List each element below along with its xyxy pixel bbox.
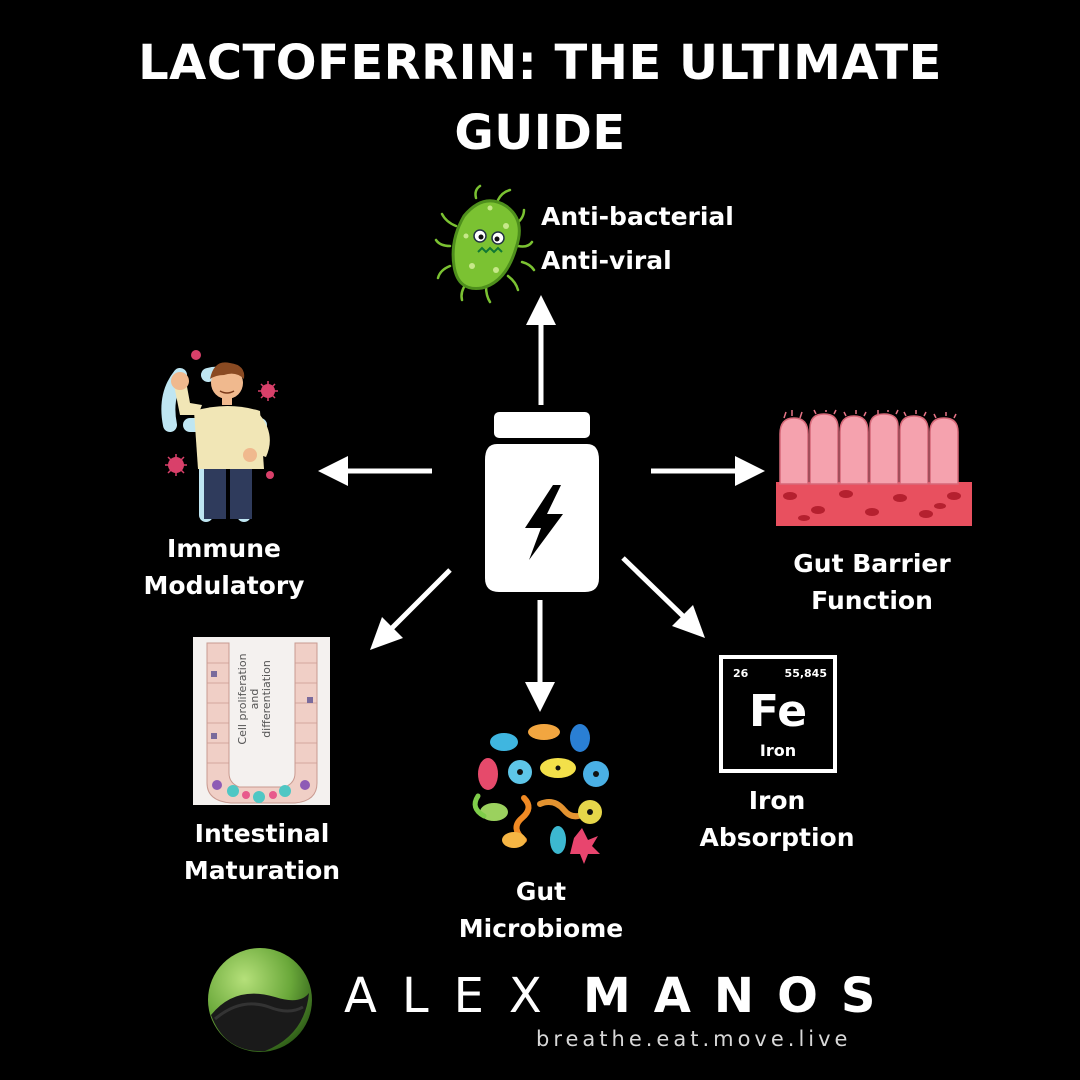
arrow-right [651, 456, 765, 486]
label-gut-barrier: Gut Barrier [793, 549, 951, 578]
arrow-left [318, 456, 432, 486]
label-microbiome: Microbiome [458, 914, 624, 943]
arrow-up [526, 295, 556, 405]
crypt-caption-line3: differentiation [260, 660, 273, 738]
arrow-down [525, 600, 555, 712]
brand-logo-icon [208, 948, 312, 1052]
label-maturation: Maturation [183, 856, 341, 885]
label-absorption: Absorption [699, 823, 855, 852]
label-anti-bacterial: Anti-bacterial [541, 202, 734, 231]
label-modulatory: Modulatory [143, 571, 305, 600]
arrow-down-left [370, 568, 452, 650]
supplement-jar-icon [485, 412, 599, 592]
healthy-person-icon [161, 350, 278, 522]
iron-atomic-number: 26 [733, 667, 749, 680]
intestinal-crypt-icon: Cell proliferation and differentiation [193, 637, 330, 805]
brand-tagline: breathe.eat.move.live [536, 1027, 852, 1051]
bacteria-icon [434, 184, 536, 304]
label-gut: Gut [515, 877, 567, 906]
iron-name: Iron [759, 741, 797, 760]
iron-symbol: Fe [748, 686, 808, 737]
label-immune: Immune [167, 534, 281, 563]
brand-last-name: MANOS [583, 968, 899, 1024]
label-anti-viral: Anti-viral [541, 246, 672, 275]
brand-first-name: ALEX [344, 968, 567, 1024]
crypt-caption: Cell proliferation and differentiation [236, 629, 273, 769]
arrow-down-right [621, 556, 705, 638]
iron-atomic-mass: 55,845 [784, 667, 827, 680]
gut-villi-icon [776, 409, 972, 526]
page-title-line1: LACTOFERRIN: THE ULTIMATE [138, 35, 942, 91]
label-iron: Iron [748, 786, 806, 815]
label-function: Function [811, 586, 933, 615]
microbiome-icon [472, 724, 609, 864]
page-title-line2: GUIDE [454, 105, 626, 161]
iron-element-tile: 26 55,845 Fe Iron [719, 655, 837, 773]
label-intestinal: Intestinal [194, 819, 330, 848]
